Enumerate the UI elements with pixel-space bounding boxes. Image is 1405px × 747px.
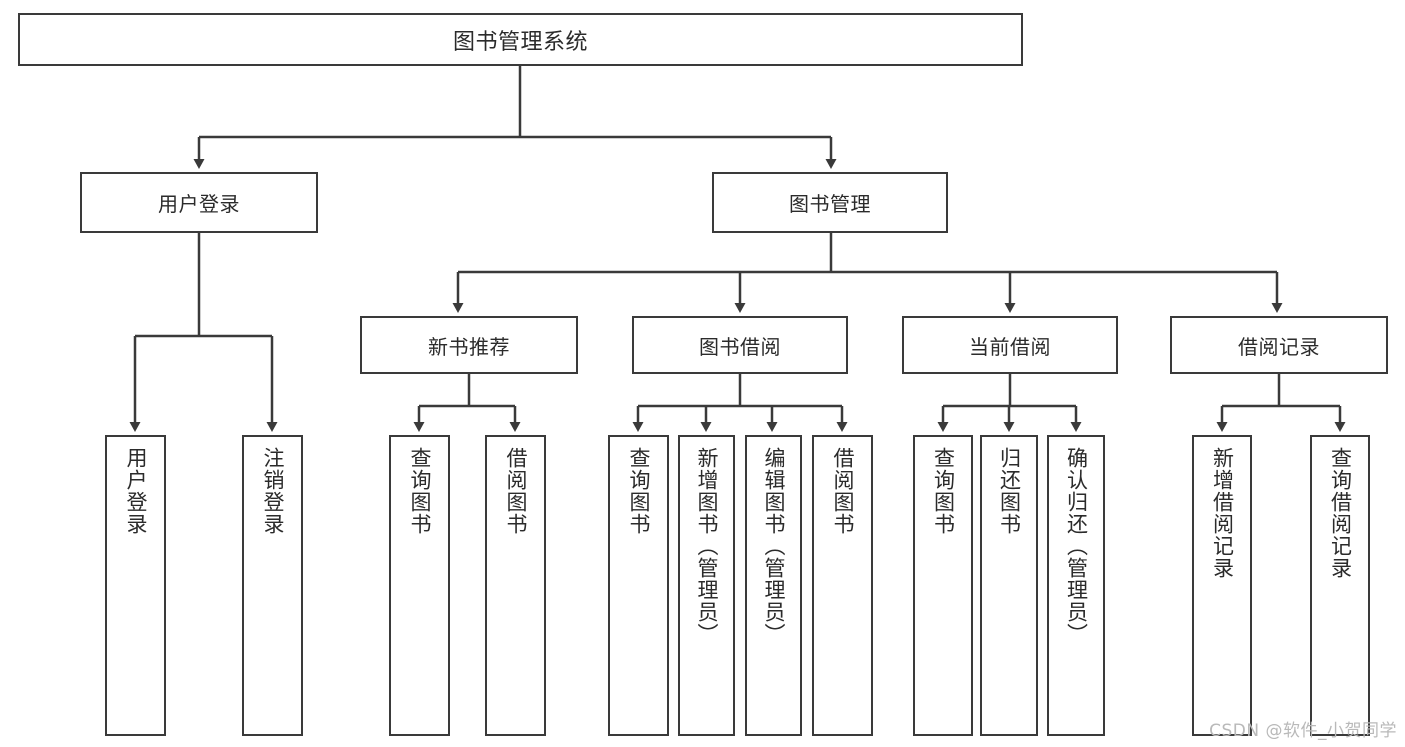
leaf-bb-edit-book[interactable]: 编辑图书（管理员）: [745, 435, 802, 736]
leaf-cb-query-book-label: 查询图书: [931, 447, 956, 535]
leaf-user-login[interactable]: 用户登录: [105, 435, 166, 736]
leaf-nb-borrow-book[interactable]: 借阅图书: [485, 435, 546, 736]
leaf-logout-label: 注销登录: [261, 447, 285, 535]
leaf-bb-borrow-book[interactable]: 借阅图书: [812, 435, 873, 736]
node-user-login[interactable]: 用户登录: [80, 172, 318, 233]
leaf-nb-borrow-book-label: 借阅图书: [504, 447, 528, 535]
leaf-bb-add-book-label: 新增图书（管理员）: [695, 447, 719, 645]
csdn-watermark: CSDN @软件_小贺同学: [1209, 721, 1397, 741]
leaf-bb-edit-book-label: 编辑图书（管理员）: [762, 447, 786, 645]
leaf-bb-add-book[interactable]: 新增图书（管理员）: [678, 435, 735, 736]
leaf-logout[interactable]: 注销登录: [242, 435, 303, 736]
leaf-nb-query-book[interactable]: 查询图书: [389, 435, 450, 736]
node-book-management-label: 图书管理: [789, 192, 871, 216]
leaf-cb-return-book-label: 归还图书: [997, 447, 1022, 535]
node-current-borrow[interactable]: 当前借阅: [902, 316, 1118, 374]
node-new-book-recommend-label: 新书推荐: [428, 334, 510, 359]
leaf-bb-query-book[interactable]: 查询图书: [608, 435, 669, 736]
leaf-cb-return-book[interactable]: 归还图书: [980, 435, 1038, 736]
leaf-cb-confirm-return[interactable]: 确认归还（管理员）: [1047, 435, 1105, 736]
leaf-br-query-record[interactable]: 查询借阅记录: [1310, 435, 1370, 736]
leaf-user-login-label: 用户登录: [124, 447, 148, 535]
leaf-br-add-record[interactable]: 新增借阅记录: [1192, 435, 1252, 736]
leaf-nb-query-book-label: 查询图书: [408, 447, 432, 535]
node-current-borrow-label: 当前借阅: [969, 334, 1051, 359]
node-user-login-label: 用户登录: [158, 192, 240, 216]
node-borrow-record[interactable]: 借阅记录: [1170, 316, 1388, 374]
node-root-label: 图书管理系统: [452, 29, 588, 55]
leaf-br-add-record-label: 新增借阅记录: [1210, 447, 1235, 579]
node-book-borrow[interactable]: 图书借阅: [632, 316, 848, 374]
leaf-bb-borrow-book-label: 借阅图书: [831, 447, 855, 535]
node-book-management[interactable]: 图书管理: [712, 172, 948, 233]
node-book-borrow-label: 图书借阅: [699, 334, 781, 359]
leaf-cb-query-book[interactable]: 查询图书: [913, 435, 973, 736]
node-borrow-record-label: 借阅记录: [1238, 334, 1320, 359]
leaf-br-query-record-label: 查询借阅记录: [1328, 447, 1353, 579]
leaf-cb-confirm-return-label: 确认归还（管理员）: [1064, 447, 1089, 645]
node-root-system[interactable]: 图书管理系统: [18, 13, 1023, 66]
leaf-bb-query-book-label: 查询图书: [627, 447, 651, 535]
node-new-book-recommend[interactable]: 新书推荐: [360, 316, 578, 374]
